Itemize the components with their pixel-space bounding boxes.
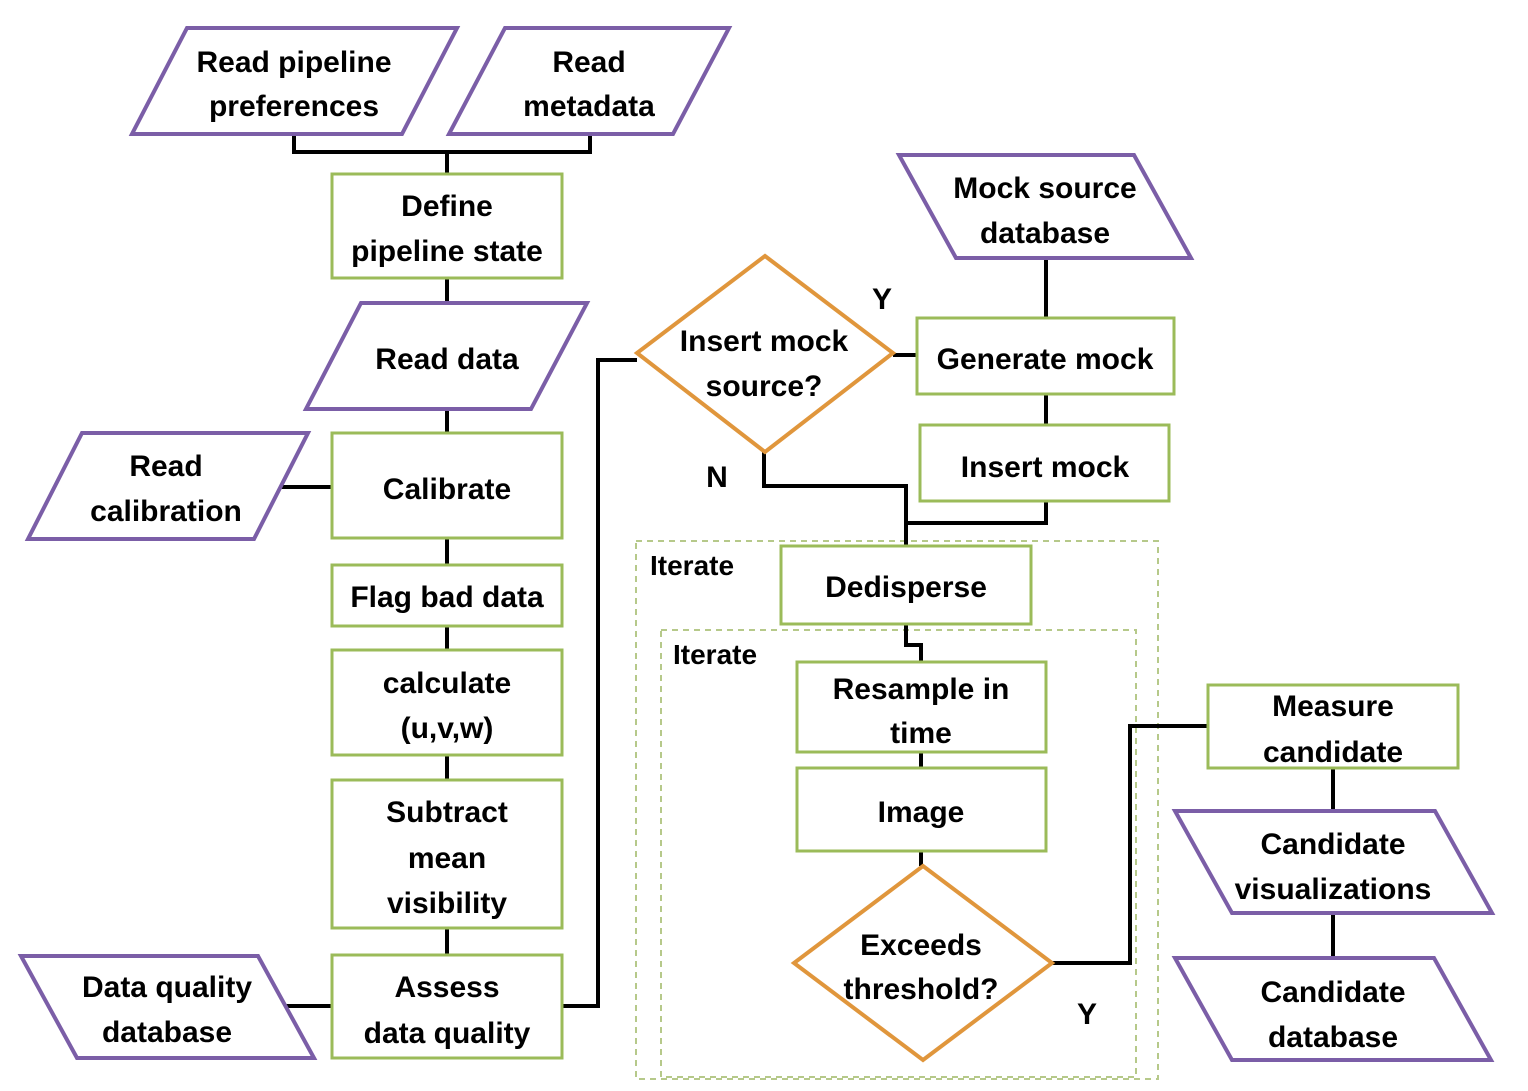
svg-text:Calibrate: Calibrate (383, 473, 511, 506)
svg-text:Generate mock: Generate mock (937, 343, 1154, 376)
inner-iterate-box (660, 629, 1137, 1078)
dedisperse: Dedisperse (779, 544, 1033, 626)
outer-iterate-label: Iterate (650, 550, 734, 581)
connectors (280, 135, 1335, 1008)
insert-mock: Insert mock (918, 423, 1171, 503)
svg-text:Flag bad data: Flag bad data (350, 581, 544, 614)
inner-iterate-label: Iterate (673, 639, 757, 670)
yes-mock-label: Y (872, 283, 892, 316)
svg-text:Insert mock: Insert mock (961, 451, 1130, 484)
svg-text:Dedisperse: Dedisperse (825, 571, 987, 604)
calibrate: Calibrate (330, 431, 564, 540)
read-data: Read data (302, 301, 591, 411)
calculate-uvw: calculate(u,v,w) (330, 648, 564, 757)
yes-threshold-label: Y (1077, 998, 1097, 1031)
generate-mock: Generate mock (915, 316, 1176, 396)
no-mock-label: N (706, 461, 728, 494)
svg-text:Image: Image (878, 796, 965, 829)
image: Image (795, 766, 1048, 853)
outer-iterate-box (635, 540, 1159, 1080)
svg-text:Read data: Read data (375, 343, 519, 376)
svg-text:calculate(u,v,w): calculate(u,v,w) (383, 667, 511, 745)
flag-bad-data: Flag bad data (330, 563, 564, 628)
